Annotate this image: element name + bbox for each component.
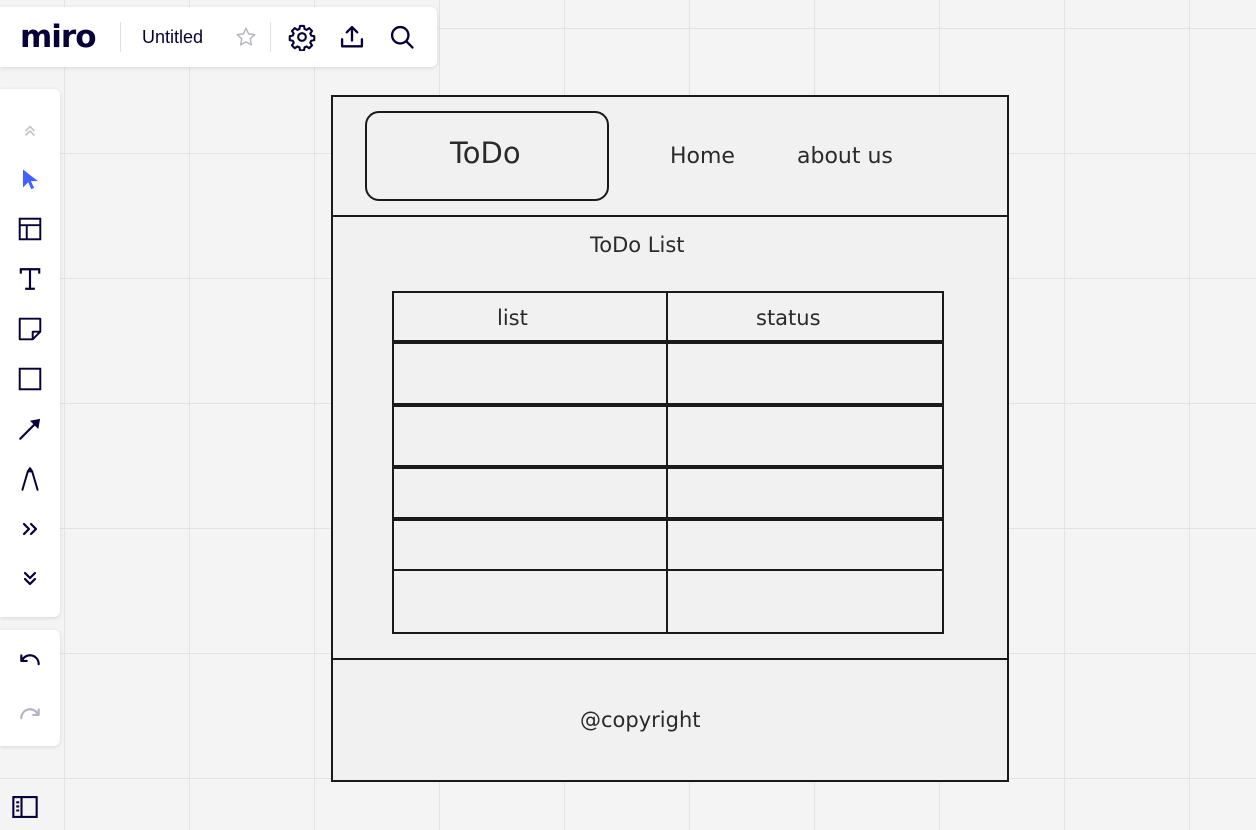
left-toolbar bbox=[0, 89, 60, 617]
table-column-divider bbox=[666, 291, 668, 634]
arrow-icon[interactable] bbox=[0, 409, 60, 449]
table-row-divider bbox=[392, 569, 944, 571]
wireframe-logo-box[interactable] bbox=[365, 111, 609, 201]
nav-home: Home bbox=[670, 144, 735, 169]
collapse-up-icon[interactable] bbox=[0, 110, 60, 150]
wireframe-frame[interactable] bbox=[331, 95, 1009, 782]
search-icon[interactable] bbox=[386, 21, 418, 53]
upload-icon[interactable] bbox=[336, 21, 368, 53]
text-tool-icon[interactable] bbox=[0, 259, 60, 299]
divider bbox=[120, 22, 121, 52]
table-header-status: status bbox=[756, 306, 821, 330]
miro-logo[interactable]: miro bbox=[20, 19, 97, 55]
templates-icon[interactable] bbox=[0, 209, 60, 249]
sticky-note-icon[interactable] bbox=[0, 309, 60, 349]
board-title[interactable]: Untitled bbox=[142, 27, 204, 47]
nav-about-us: about us bbox=[797, 144, 893, 169]
top-bar: miro Untitled bbox=[0, 7, 437, 67]
table-header-list: list bbox=[497, 306, 528, 330]
panel-toggle-icon[interactable] bbox=[5, 787, 45, 827]
gear-icon[interactable] bbox=[286, 21, 318, 53]
footer-copyright: @copyright bbox=[580, 708, 701, 732]
footer-divider bbox=[331, 658, 1009, 660]
table-row-divider bbox=[392, 340, 944, 344]
todo-table[interactable] bbox=[392, 291, 944, 634]
rectangle-icon[interactable] bbox=[0, 359, 60, 399]
star-icon[interactable] bbox=[233, 24, 259, 50]
undo-icon[interactable] bbox=[0, 642, 60, 682]
expand-down-icon[interactable] bbox=[0, 559, 60, 599]
redo-icon[interactable] bbox=[0, 696, 60, 736]
header-divider bbox=[331, 215, 1009, 217]
section-title: ToDo List bbox=[590, 233, 685, 257]
table-row-divider bbox=[392, 465, 944, 469]
more-tools-icon[interactable] bbox=[0, 509, 60, 549]
pen-icon[interactable] bbox=[0, 459, 60, 499]
table-row-divider bbox=[392, 403, 944, 407]
select-cursor-icon[interactable] bbox=[0, 159, 60, 199]
wireframe-logo-label: ToDo bbox=[450, 136, 521, 170]
history-toolbar bbox=[0, 630, 60, 746]
divider bbox=[270, 22, 271, 52]
table-row-divider bbox=[392, 517, 944, 521]
